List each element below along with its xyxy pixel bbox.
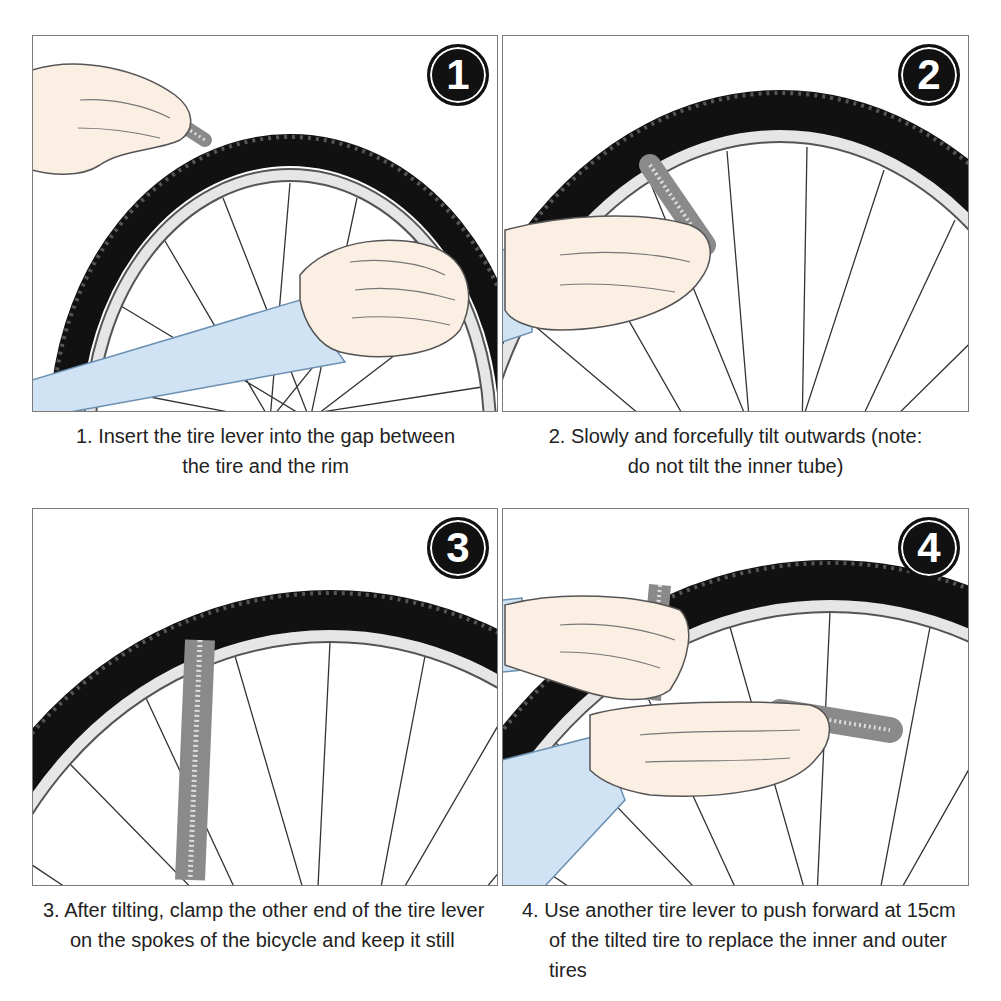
step-caption: 3. After tilting, clamp the other end of… xyxy=(32,895,485,955)
instruction-panel: 2. Slowly and forcefully tilt outwards (… xyxy=(502,35,969,481)
step-caption: 1. Insert the tire lever into the gap be… xyxy=(68,421,463,481)
step-number-circle: 1 xyxy=(427,44,489,106)
wheel-illustration xyxy=(33,593,497,885)
step-number: 4 xyxy=(917,524,940,571)
wheel-illustration xyxy=(33,64,497,411)
step-number-circle: 3 xyxy=(427,517,489,579)
step-caption: 2. Slowly and forcefully tilt outwards (… xyxy=(538,421,933,481)
wheel-illustration xyxy=(503,563,968,885)
panel-frame xyxy=(502,35,969,412)
step-caption: 4. Use another tire lever to push forwar… xyxy=(502,895,964,985)
instruction-panel: 1. Insert the tire lever into the gap be… xyxy=(32,35,498,481)
panel-frame xyxy=(502,508,969,886)
step-number: 3 xyxy=(446,524,469,571)
instruction-panel: 3. After tilting, clamp the other end of… xyxy=(32,508,498,955)
panel-frame xyxy=(32,35,498,412)
step-number-circle: 2 xyxy=(898,44,960,106)
step-number: 2 xyxy=(917,51,940,98)
step-number-circle: 4 xyxy=(898,517,960,579)
panel-frame xyxy=(32,508,498,886)
wheel-illustration xyxy=(503,93,968,411)
instruction-panel: 4. Use another tire lever to push forwar… xyxy=(502,508,969,985)
step-number: 1 xyxy=(446,51,469,98)
